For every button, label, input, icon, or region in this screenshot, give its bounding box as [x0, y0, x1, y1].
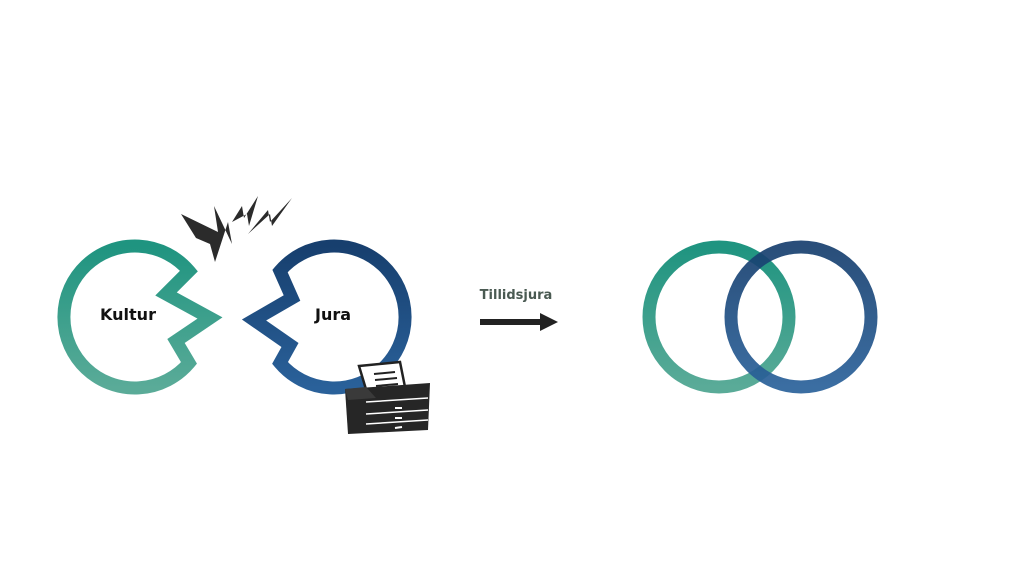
law-circle: [241, 239, 412, 395]
culture-label: Kultur: [100, 305, 156, 324]
lightning-icon: [181, 196, 292, 262]
culture-circle: [57, 239, 223, 395]
culture-circle-merged: [642, 240, 796, 394]
file-cabinet-icon: [345, 360, 430, 434]
law-circle-merged: [724, 240, 878, 394]
arrow-right-icon: [480, 313, 558, 331]
law-label: Jura: [314, 305, 351, 324]
arrow-label: Tillidsjura: [480, 288, 553, 303]
